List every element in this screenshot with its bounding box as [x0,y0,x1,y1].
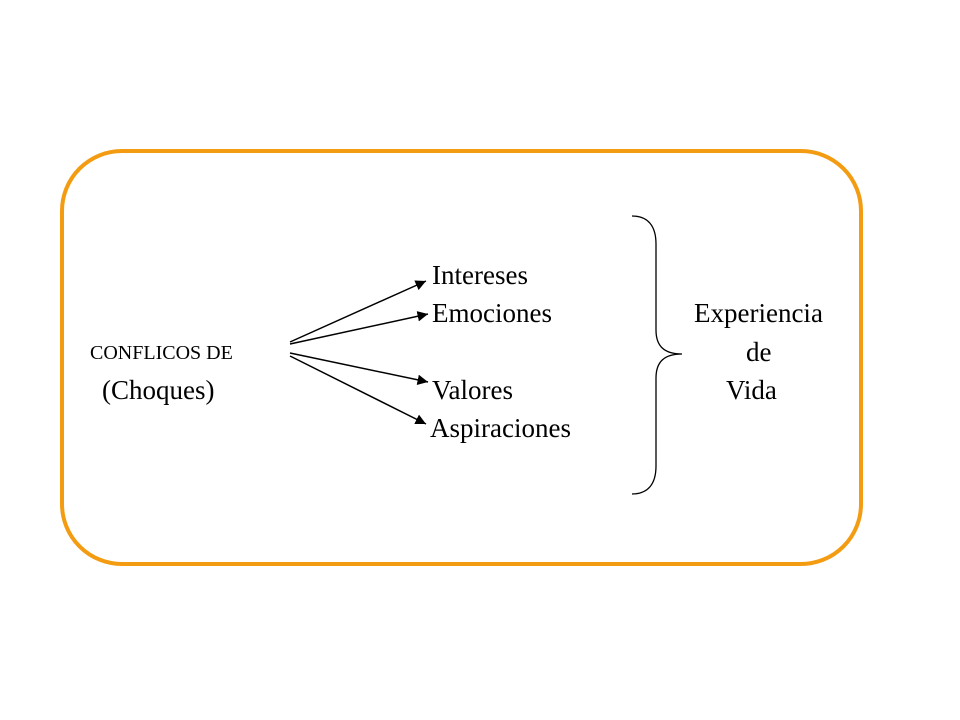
term-intereses: Intereses [432,260,528,290]
term-aspiraciones: Aspiraciones [430,413,571,443]
result-line-experiencia: Experiencia [694,298,823,328]
term-valores: Valores [432,375,513,405]
source-sublabel: (Choques) [102,375,215,405]
arrow-to-valores [289,352,429,385]
diagram-frame [60,149,863,566]
term-emociones: Emociones [432,298,552,328]
source-label: CONFLICOS DE [90,342,233,364]
arrow-to-intereses [289,280,427,343]
arrow-to-emociones [289,311,429,345]
grouping-brace [631,215,683,495]
result-line-de: de [746,337,772,367]
result-line-vida: Vida [726,375,777,405]
arrow-to-aspiraciones [289,355,427,425]
